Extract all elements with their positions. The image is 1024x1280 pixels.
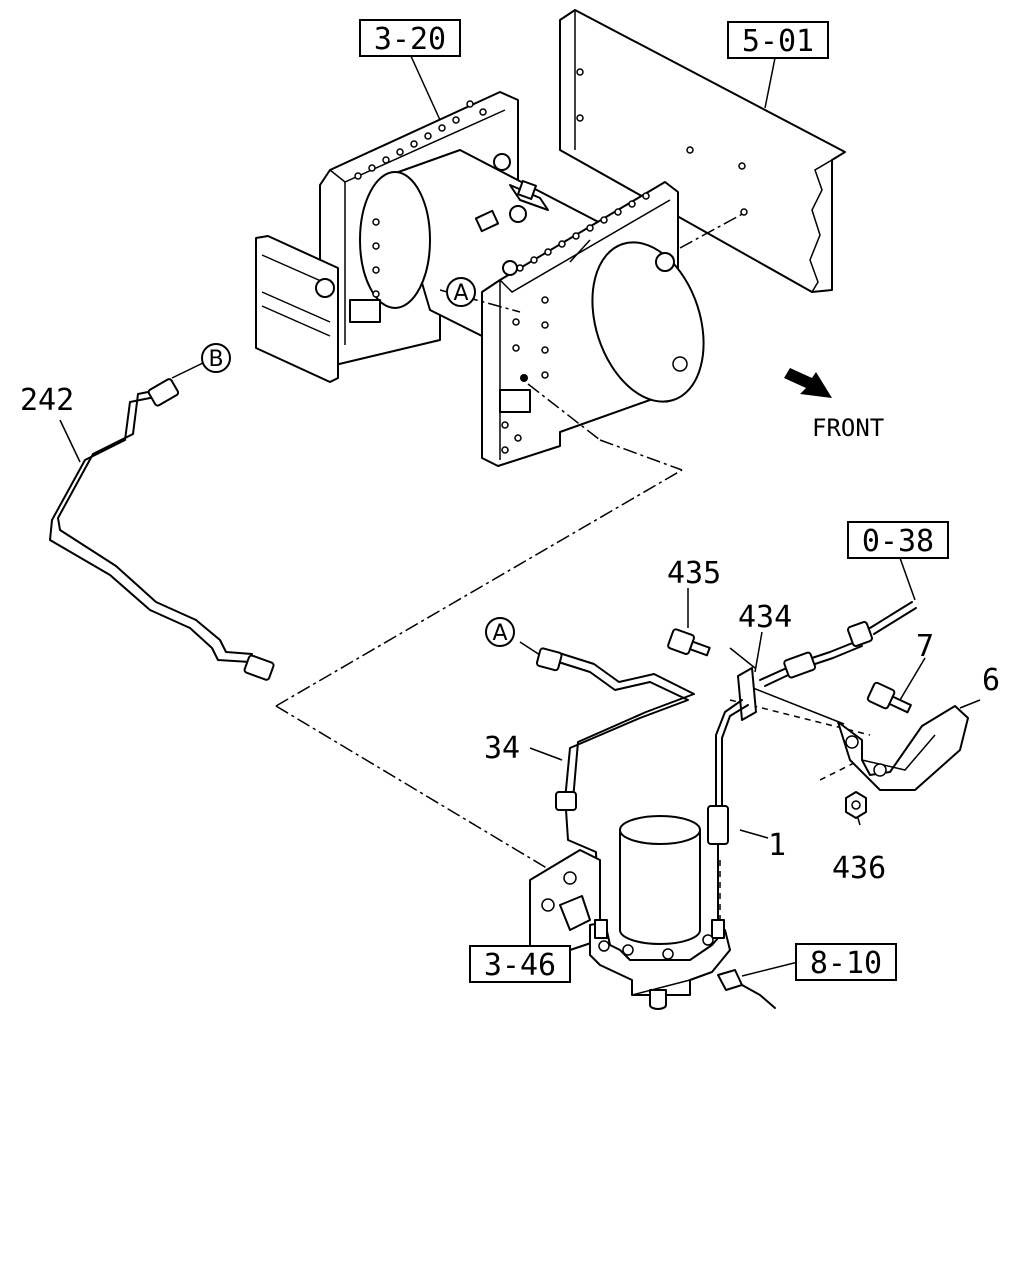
part-label-436[interactable]: 436 <box>832 851 886 886</box>
part-label-242[interactable]: 242 <box>20 383 74 418</box>
part-label-7[interactable]: 7 <box>916 629 934 664</box>
ref-box-5-01[interactable]: 5-01 <box>727 21 829 59</box>
marker-a-lower-label: A <box>492 621 507 646</box>
ref-label-5-01: 5-01 <box>742 24 814 59</box>
bracket-6 <box>837 705 969 791</box>
ref-label-0-38: 0-38 <box>862 524 934 559</box>
bolt-7 <box>866 681 912 714</box>
part-label-6[interactable]: 6 <box>982 663 1000 698</box>
marker-b-label: B <box>208 347 223 372</box>
marker-b: B <box>201 343 231 373</box>
clamp-and-hose <box>707 601 917 921</box>
ref-label-8-10: 8-10 <box>810 946 882 981</box>
nut-436 <box>845 791 867 819</box>
ref-label-3-20: 3-20 <box>374 22 446 57</box>
air-tank-assembly <box>255 91 705 467</box>
ref-box-8-10[interactable]: 8-10 <box>795 943 897 981</box>
pipe-242 <box>49 378 275 681</box>
ref-box-3-46[interactable]: 3-46 <box>469 945 571 983</box>
ref-box-0-38[interactable]: 0-38 <box>847 521 949 559</box>
front-label: FRONT <box>812 414 884 442</box>
leader-lines <box>59 53 981 977</box>
part-label-34[interactable]: 34 <box>484 731 520 766</box>
marker-a-lower: A <box>485 617 515 647</box>
pipe-34 <box>535 647 695 921</box>
marker-a-upper: A <box>446 277 476 307</box>
marker-a-upper-label: A <box>453 281 468 306</box>
part-label-434[interactable]: 434 <box>738 600 792 635</box>
bolt-435 <box>667 628 711 657</box>
ref-label-3-46: 3-46 <box>484 948 556 983</box>
frame-rail <box>559 9 846 293</box>
part-label-1[interactable]: 1 <box>768 828 786 863</box>
connector <box>717 969 776 1009</box>
part-label-435[interactable]: 435 <box>667 556 721 591</box>
front-direction-arrow-icon <box>784 368 832 398</box>
air-dryer <box>529 815 731 1010</box>
ref-box-3-20[interactable]: 3-20 <box>359 19 461 57</box>
